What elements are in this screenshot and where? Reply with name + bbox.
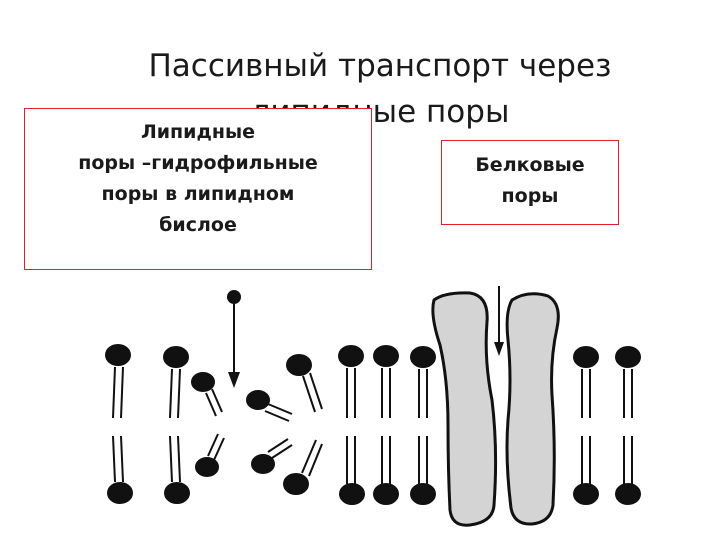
lipid-molecule xyxy=(410,346,436,505)
lipid-pores-label-line: Липидные xyxy=(140,121,256,143)
lipid-molecule-tilted xyxy=(191,372,225,477)
lipid-pores-label-line: поры в липидном xyxy=(101,183,295,205)
protein-pores-label-line: поры xyxy=(501,185,559,207)
slide-title: Пассивный транспорт через липидные поры xyxy=(80,43,680,135)
lipid-molecule xyxy=(615,346,641,505)
lipid-pores-label-line: бислое xyxy=(159,214,237,236)
lipid-pores-label-line: поры –гидрофильные xyxy=(78,152,318,174)
lipid-bilayer xyxy=(105,344,641,505)
lipid-pores-label-box: Липидные поры –гидрофильные поры в липид… xyxy=(24,108,372,270)
protein-pores-label-box: Белковые поры xyxy=(441,140,619,225)
protein-channel xyxy=(431,291,560,527)
lipid-molecule xyxy=(338,345,365,505)
lipid-molecule xyxy=(573,346,599,505)
lipid-molecule xyxy=(373,345,399,505)
lipid-molecule-tilted xyxy=(246,390,293,474)
title-line: Пассивный транспорт через xyxy=(148,47,612,84)
protein-subunit-right xyxy=(505,292,560,526)
protein-subunit-left xyxy=(431,291,498,527)
lipid-molecule xyxy=(105,344,133,504)
penetrating-molecule-arrow xyxy=(227,290,241,388)
lipid-molecule xyxy=(163,346,190,504)
lipid-molecule-tilted xyxy=(283,354,323,495)
protein-pores-label-line: Белковые xyxy=(475,154,585,176)
protein-channel-arrow xyxy=(494,286,504,356)
